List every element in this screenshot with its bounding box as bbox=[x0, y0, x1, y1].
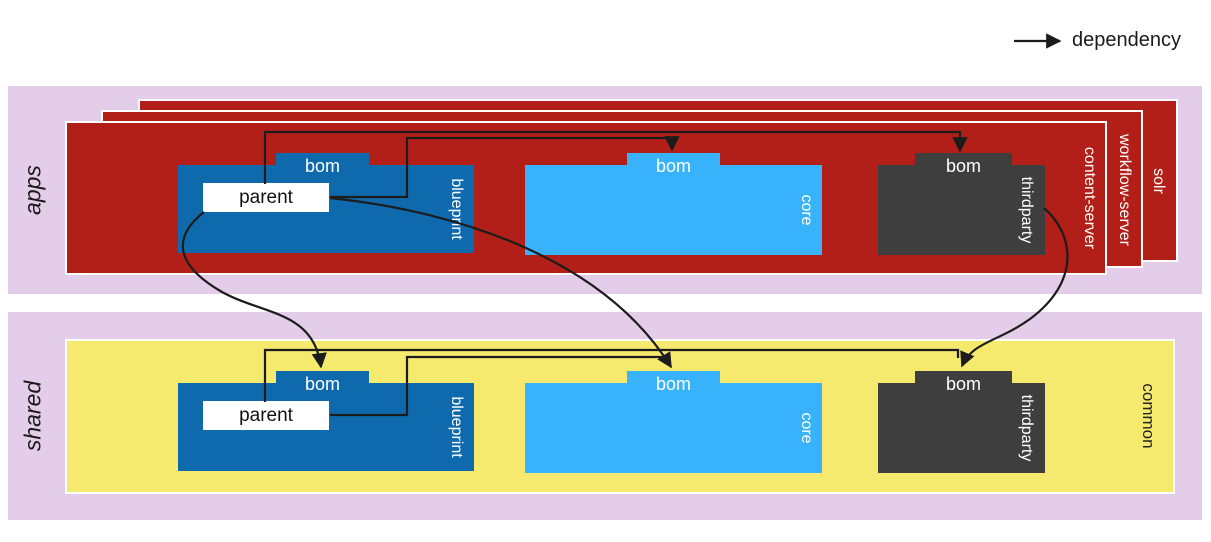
apps-band-label: apps bbox=[19, 165, 46, 215]
workflow-server-label: workflow-server bbox=[1116, 133, 1133, 247]
apps-core-label: core bbox=[798, 194, 815, 226]
shared-thirdparty-label: thirdparty bbox=[1018, 394, 1035, 462]
apps-thirdparty-bom-label: bom bbox=[945, 156, 981, 176]
legend-label: dependency bbox=[1072, 29, 1181, 51]
content-server-label: content-server bbox=[1081, 146, 1098, 250]
apps-parent-box: parent bbox=[203, 183, 329, 212]
apps-thirdparty-label: thirdparty bbox=[1018, 176, 1035, 244]
shared-thirdparty-bom-label: bom bbox=[945, 374, 981, 394]
shared-core-label: core bbox=[798, 412, 815, 444]
apps-blueprint-label: blueprint bbox=[448, 178, 465, 240]
apps-blueprint-bom-label: bom bbox=[304, 156, 340, 176]
shared-core-bom-label: bom bbox=[655, 374, 691, 394]
shared-core-module bbox=[525, 383, 822, 473]
common-label: common bbox=[1139, 383, 1158, 449]
shared-blueprint-label: blueprint bbox=[448, 396, 465, 458]
apps-core-module bbox=[525, 165, 822, 255]
apps-core-bom-label: bom bbox=[655, 156, 691, 176]
shared-blueprint-bom-label: bom bbox=[304, 374, 340, 394]
solr-label: solr bbox=[1150, 168, 1167, 194]
shared-band-label: shared bbox=[19, 380, 46, 452]
shared-parent-box: parent bbox=[203, 401, 329, 430]
